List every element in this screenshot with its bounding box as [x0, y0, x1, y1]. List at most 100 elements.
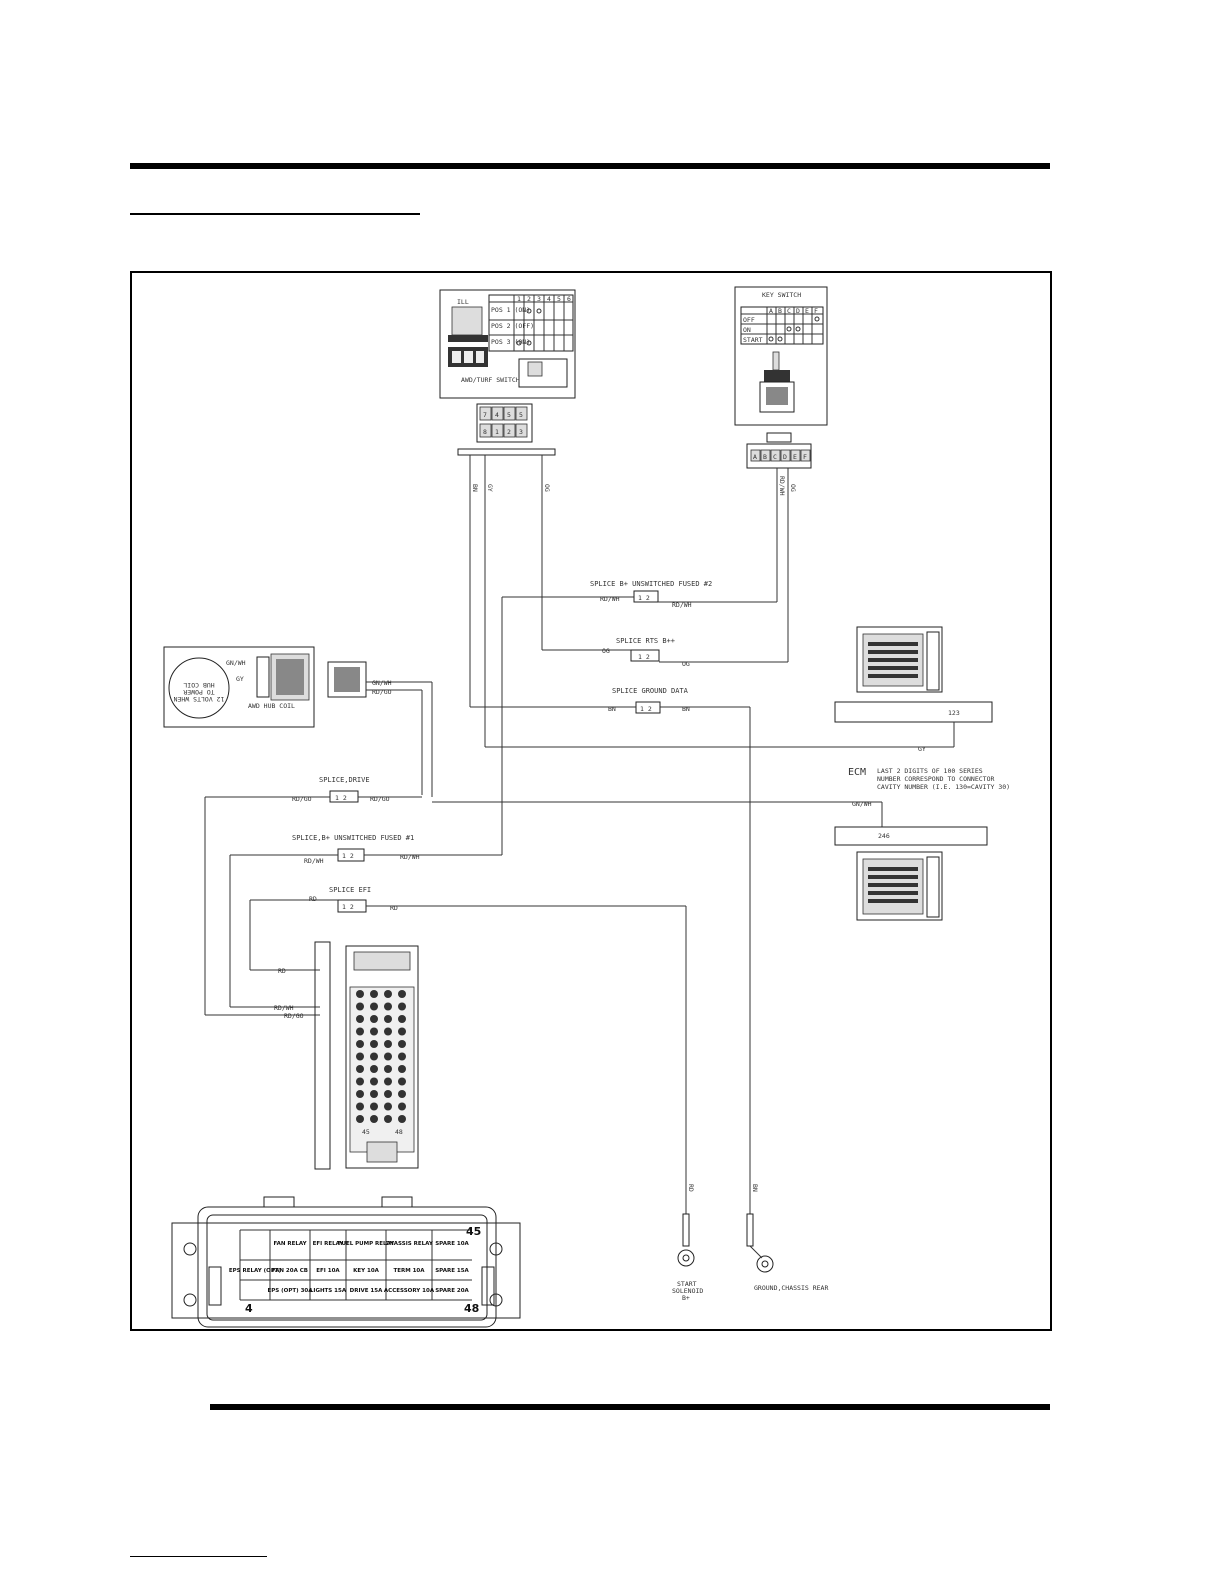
- ground-label: GROUND,CHASSIS REAR: [754, 1284, 828, 1292]
- fuse-box-pin: [356, 1040, 364, 1048]
- splice-wire: RD/WH: [304, 857, 324, 865]
- fuse-spare-15a: SPARE 15A: [435, 1268, 469, 1274]
- rocker-pos-1: POS 1 (ON): [491, 306, 530, 314]
- fuse-box-pin: [398, 1027, 406, 1036]
- key-switch-title: KEY SWITCH: [762, 291, 801, 299]
- fuse-box-pin: [398, 1015, 406, 1023]
- key-pin: C: [773, 453, 777, 461]
- splice-wire: RD/GO: [370, 795, 390, 803]
- rocker-pos-3: POS 3 (ON): [491, 338, 530, 346]
- key-col: E: [805, 307, 809, 315]
- rocker-pos-2: POS 2 (OFF): [491, 322, 534, 330]
- splice-b-unswitched-1: SPLICE,B+ UNSWITCHED FUSED #1 1 2 RD/WH …: [229, 597, 503, 1008]
- awd-out-wire: GN/WH: [372, 679, 392, 687]
- splice-wire: RD/WH: [672, 601, 692, 609]
- splice-rts: SPLICE RTS B++ 1 2 OG OG: [542, 637, 788, 668]
- fuse-fuel-pump-relay: FUEL PUMP RELAY: [338, 1241, 396, 1247]
- fusebox-wire: RD/WH: [274, 1004, 294, 1012]
- fuse-box-pin: [384, 1090, 392, 1098]
- rocker-table-cols: 1 2 3 4 5 6: [517, 295, 571, 303]
- fuse-box-pin: [384, 1015, 392, 1023]
- fuse-drive-15a: DRIVE 15A: [350, 1288, 383, 1294]
- ecm-pin-top: 123: [948, 709, 960, 717]
- fuse-box-pin: [370, 1015, 378, 1023]
- svg-text:ILL: ILL: [457, 298, 469, 306]
- fuse-box-panel: FAN RELAY EFI RELAY FUEL PUMP RELAY CHAS…: [171, 1196, 521, 1328]
- fuse-lights-15a: LIGHTS 15A: [310, 1288, 347, 1294]
- fuse-box-pin: [384, 1040, 392, 1048]
- bottom-rule: [210, 1404, 1050, 1410]
- fuse-box-pin: [370, 1102, 378, 1111]
- ground-chassis-terminal: BN GROUND,CHASSIS REAR: [746, 1184, 828, 1292]
- rocker-switch-title: AWD/TURF SWITCH: [461, 376, 520, 384]
- key-col: D: [796, 307, 800, 315]
- key-pos-off: OFF: [743, 316, 755, 324]
- key-pos-start: START: [743, 336, 763, 344]
- fuse-key-10a: KEY 10A: [353, 1268, 380, 1274]
- rocker-col: 1: [517, 295, 521, 303]
- rocker-wire-gy: GY: [486, 484, 494, 492]
- fuse-corner-45: 45: [466, 1225, 481, 1238]
- splice-efi: SPLICE EFI 1 2 RD RD: [249, 886, 687, 1214]
- fuse-term-10a: TERM 10A: [393, 1268, 425, 1274]
- fusebox-cavity-bottom: 48: [395, 1128, 403, 1136]
- fuse-efi-relay: EFI RELAY: [313, 1241, 345, 1247]
- rocker-wire-bn: BN: [471, 484, 479, 492]
- fuse-box-pin: [370, 1065, 378, 1073]
- splice-label: SPLICE RTS B++: [616, 637, 675, 645]
- key-col: C: [787, 307, 791, 315]
- fuse-box-pin: [398, 1040, 406, 1048]
- fuse-box-pin: [370, 1052, 378, 1061]
- splice-ground: SPLICE GROUND DATA 1 2 BN BN: [470, 687, 751, 1214]
- splice-wire: OG: [602, 647, 610, 655]
- starter-wire: RD: [687, 1184, 695, 1192]
- fuse-box-pin: [370, 1115, 378, 1123]
- fuse-box-pin: [398, 1115, 406, 1123]
- fuse-box-pin: [398, 1065, 406, 1073]
- key-wire-og: OG: [789, 484, 797, 492]
- fuse-box-pin: [398, 1077, 406, 1086]
- fuse-box-pin: [356, 1015, 364, 1023]
- key-col: A: [769, 307, 773, 315]
- fuse-box-pin: [356, 1090, 364, 1098]
- fuse-box-pin: [384, 1052, 392, 1061]
- fuse-box-pin: [356, 1052, 364, 1061]
- fuse-box-pin: [370, 1027, 378, 1036]
- rocker-pin: 3: [519, 428, 523, 436]
- splice-wire: RD: [390, 904, 398, 912]
- fusebox-wire: RD/GO: [284, 1012, 304, 1020]
- fuse-box-pin: [356, 1102, 364, 1111]
- rocker-col: 2: [527, 295, 531, 303]
- fuse-box-pin: [384, 1077, 392, 1086]
- splice-label: SPLICE GROUND DATA: [612, 687, 689, 695]
- key-pos-on: ON: [743, 326, 751, 334]
- ground-wire: BN: [751, 1184, 759, 1192]
- splice-pins: 1 2: [638, 653, 650, 661]
- awd-in-wire: GN/WH: [226, 659, 246, 667]
- fuse-box-pin: [398, 990, 406, 998]
- ecm-pin-bottom: 246: [878, 832, 890, 840]
- awd-hub-coil: 12 VOLTS WHENTO POWERHUB COIL GN/WH GY A…: [163, 646, 433, 797]
- splice-label: SPLICE,DRIVE: [319, 776, 370, 784]
- awd-out-wire: RD/GO: [372, 688, 392, 696]
- key-col: B: [778, 307, 782, 315]
- rocker-col: 6: [567, 295, 571, 303]
- fuse-fan-20a: FAN 20A CB: [272, 1268, 308, 1274]
- fuse-box-pin: [384, 990, 392, 998]
- rocker-switch: ILL 1 2 3 4 5 6 POS 1 (ON) POS 2 (OFF) P…: [439, 289, 576, 747]
- splice-pins: 1 2: [335, 794, 347, 802]
- fuse-box-pin: [370, 1077, 378, 1086]
- top-rule: [130, 163, 1050, 169]
- splice-wire: BN: [682, 705, 690, 713]
- splice-wire: OG: [682, 660, 690, 668]
- rocker-col: 3: [537, 295, 541, 303]
- fuse-box-connector: RD RD/WH RD/GO 45 48: [274, 941, 419, 1170]
- fuse-box-pin: [384, 1115, 392, 1123]
- fuse-box-pin: [384, 1065, 392, 1073]
- splice-pins: 1 2: [342, 903, 354, 911]
- key-pin: D: [783, 453, 787, 461]
- fuse-box-pin: [356, 1115, 364, 1123]
